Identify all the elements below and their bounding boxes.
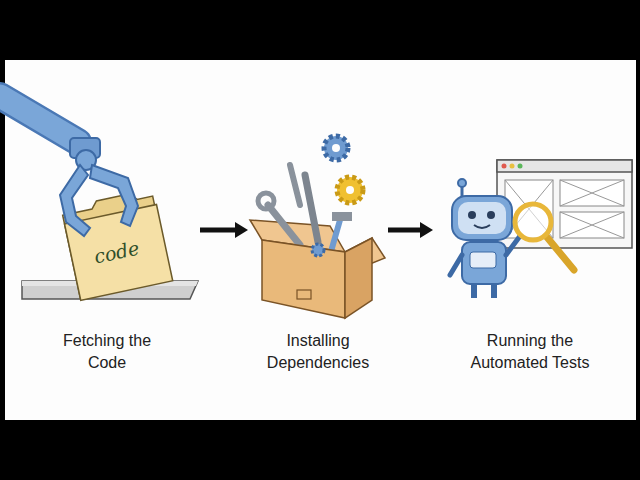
- content-box: [560, 212, 624, 238]
- claw-right: [90, 165, 138, 226]
- window-frame: [497, 160, 632, 248]
- code-folder: [61, 189, 172, 300]
- magnifier-handle: [546, 236, 574, 270]
- robot-arm: [0, 96, 138, 236]
- wrench: [268, 205, 300, 245]
- stage-label: Installing Dependencies: [257, 330, 379, 374]
- robot-arm: [506, 236, 520, 255]
- content-cross: [560, 212, 624, 238]
- robot-leg: [491, 284, 497, 298]
- claw-left: [60, 165, 90, 236]
- process-stage: Installing Dependencies: [248, 85, 388, 375]
- stage-label: Running the Automated Tests: [455, 330, 605, 374]
- wrench: [290, 165, 300, 205]
- robot-eye: [468, 211, 476, 219]
- hammer-head: [332, 212, 352, 221]
- arrow-shaft: [200, 228, 238, 233]
- arrow-head: [235, 222, 248, 238]
- arm-outline: [0, 96, 78, 142]
- arrow-head: [420, 222, 433, 238]
- robot-eye: [487, 211, 495, 219]
- flow-arrow: [388, 222, 433, 238]
- gear: [324, 136, 348, 160]
- box-side: [345, 238, 372, 318]
- window-dot: [510, 164, 515, 169]
- box-front: [262, 240, 345, 318]
- box-label: [297, 290, 311, 299]
- robot-arm: [450, 255, 462, 275]
- process-stage: Fetching the Code: [14, 85, 200, 375]
- dependency-box: [250, 136, 385, 318]
- window-dot: [502, 164, 507, 169]
- process-stage: Running the Automated Tests: [433, 85, 627, 375]
- test-robot: [450, 179, 574, 298]
- content-box: [560, 180, 624, 206]
- screwdriver: [305, 175, 318, 242]
- magnifier-lens: [515, 204, 551, 240]
- robot-body: [462, 242, 506, 284]
- arm-segment: [0, 96, 78, 142]
- robot-leg: [471, 284, 477, 298]
- browser-window: [497, 160, 632, 248]
- window-dot: [518, 164, 523, 169]
- gear: [312, 244, 324, 256]
- arrow-shaft: [388, 228, 423, 233]
- flow-arrow: [200, 222, 248, 238]
- content-cross: [560, 180, 624, 206]
- robot-face: [458, 202, 506, 234]
- gear: [337, 177, 363, 203]
- robot-antenna-tip: [458, 179, 466, 187]
- gear-hole: [332, 144, 340, 152]
- robot-panel: [470, 252, 496, 268]
- gear-hole: [346, 186, 354, 194]
- stage-label: Fetching the Code: [51, 330, 163, 374]
- robot-smile: [474, 225, 490, 228]
- wrench-head: [258, 193, 274, 209]
- window-bar: [497, 160, 632, 172]
- robot-head: [452, 196, 512, 240]
